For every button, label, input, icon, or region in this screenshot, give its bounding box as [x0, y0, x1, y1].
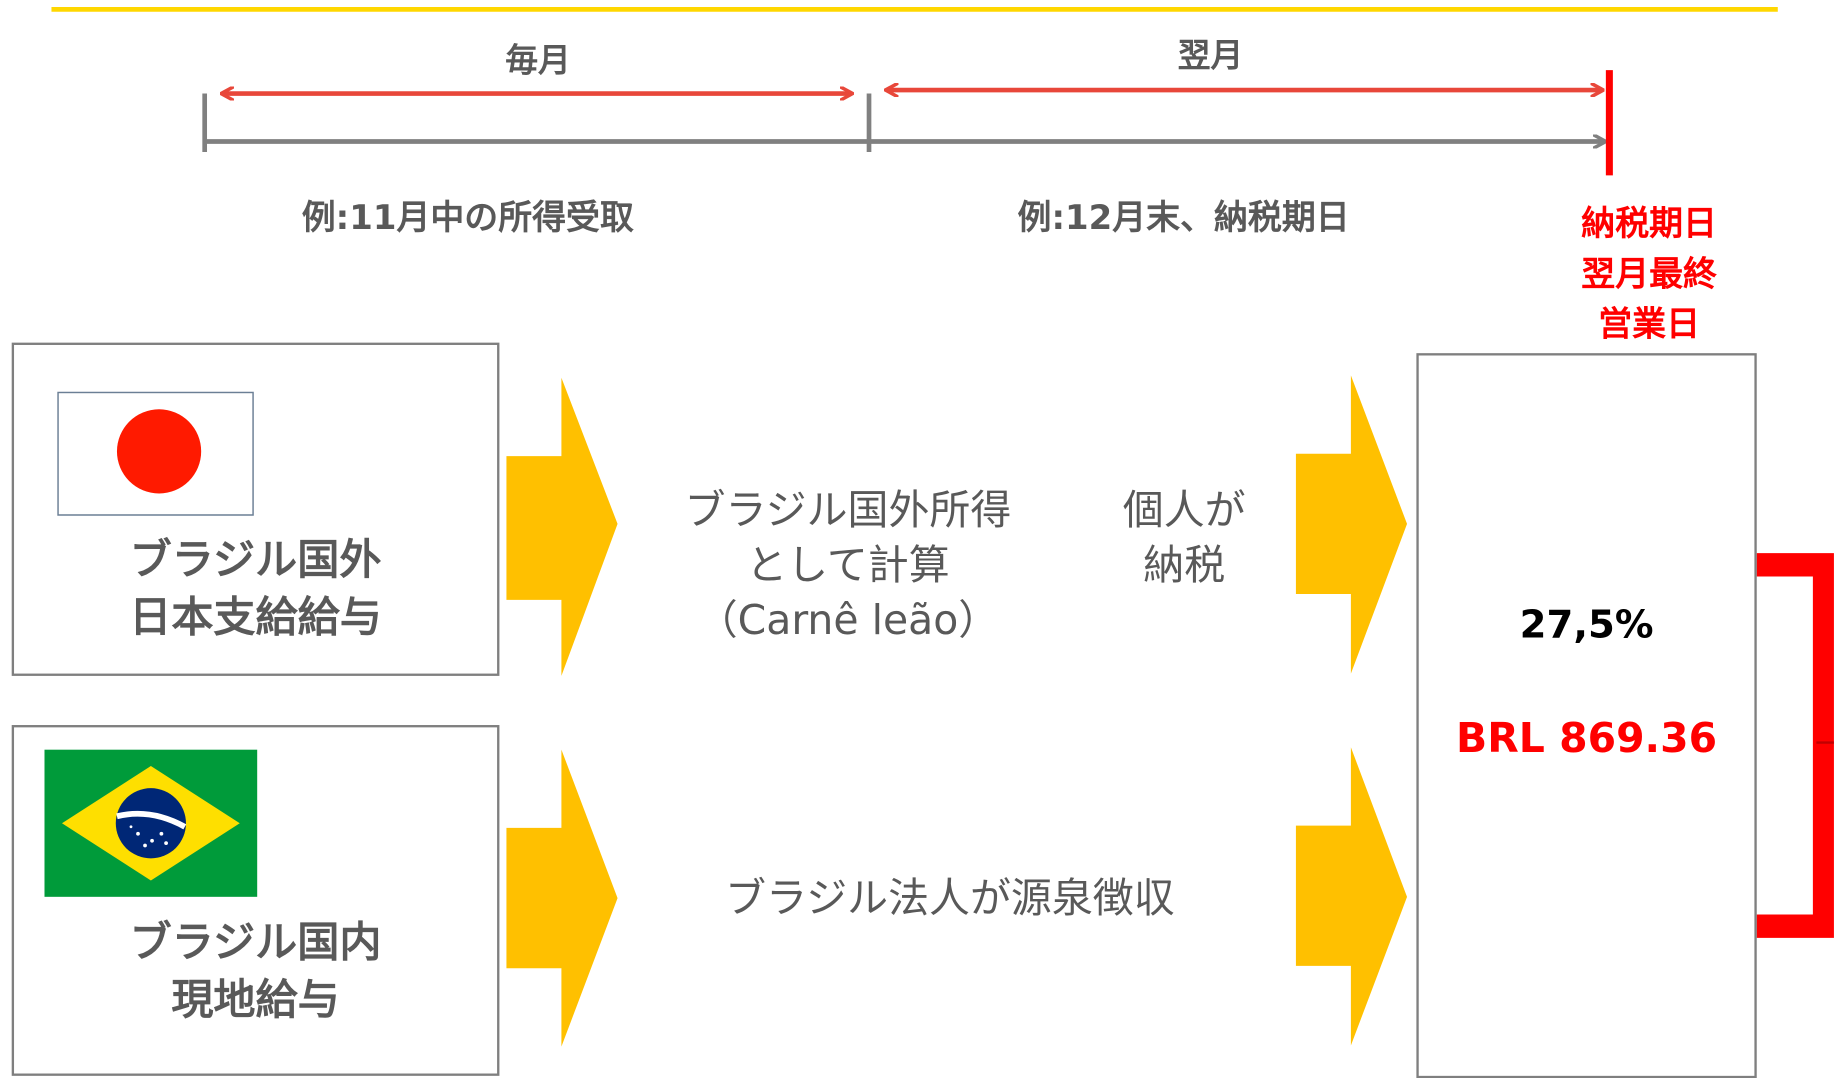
- tax-amount: BRL 869.36: [1456, 715, 1718, 763]
- payer-line-1: 個人が: [1122, 487, 1246, 535]
- calc-line-3: （Carnê leão）: [696, 597, 1000, 645]
- deadline-line-3: 営業日: [1598, 304, 1701, 344]
- chevron-arrow-domestic-2: [1295, 747, 1408, 1046]
- chevron-arrow-foreign-2: [1295, 375, 1408, 674]
- calc-line-2: として計算: [746, 542, 950, 590]
- deadline-line-1: 納税期日: [1581, 203, 1717, 244]
- monthly-label: 毎月: [505, 40, 571, 80]
- foreign-salary-line-2: 日本支給給与: [129, 594, 382, 643]
- carne-leao-calculation: ブラジル国外所得 として計算 （Carnê leão）: [637, 484, 1058, 649]
- withholding-text: ブラジル法人が源泉徴収: [725, 875, 1175, 923]
- next-month-label: 翌月: [1177, 36, 1244, 75]
- total-bracket: [1754, 553, 1834, 938]
- brazil-flag-icon: [44, 749, 258, 897]
- foreign-salary-box: ブラジル国外 日本支給給与: [11, 342, 500, 676]
- domestic-salary-box: ブラジル国内 現地給与: [11, 725, 500, 1076]
- tax-rate: 27,5%: [1519, 601, 1654, 647]
- receipt-example-label: 例:11月中の所得受取: [301, 197, 634, 238]
- payment-example-label: 例:12月末、納税期日: [1017, 197, 1350, 238]
- diagram-lines: [51, 7, 1834, 1047]
- domestic-salary-line-1: ブラジル国内: [129, 919, 382, 968]
- japan-flag-icon: [57, 391, 254, 516]
- tax-result-box: 27,5% BRL 869.36: [1416, 353, 1757, 1078]
- domestic-salary-line-2: 現地給与: [171, 976, 340, 1025]
- calc-line-1: ブラジル国外所得: [684, 487, 1012, 535]
- foreign-salary-line-1: ブラジル国外: [129, 536, 382, 585]
- individual-payment-text: 個人が 納税: [1088, 484, 1281, 594]
- domestic-salary-label: ブラジル国内 現地給与: [14, 914, 497, 1029]
- foreign-salary-label: ブラジル国外 日本支給給与: [14, 532, 497, 647]
- chevron-arrow-domestic-1: [506, 749, 618, 1047]
- payer-line-2: 納税: [1143, 542, 1226, 590]
- deadline-line-2: 翌月最終: [1581, 253, 1717, 294]
- deadline-note: 納税期日 翌月最終 営業日: [1544, 199, 1755, 350]
- chevron-arrow-foreign-1: [506, 377, 618, 676]
